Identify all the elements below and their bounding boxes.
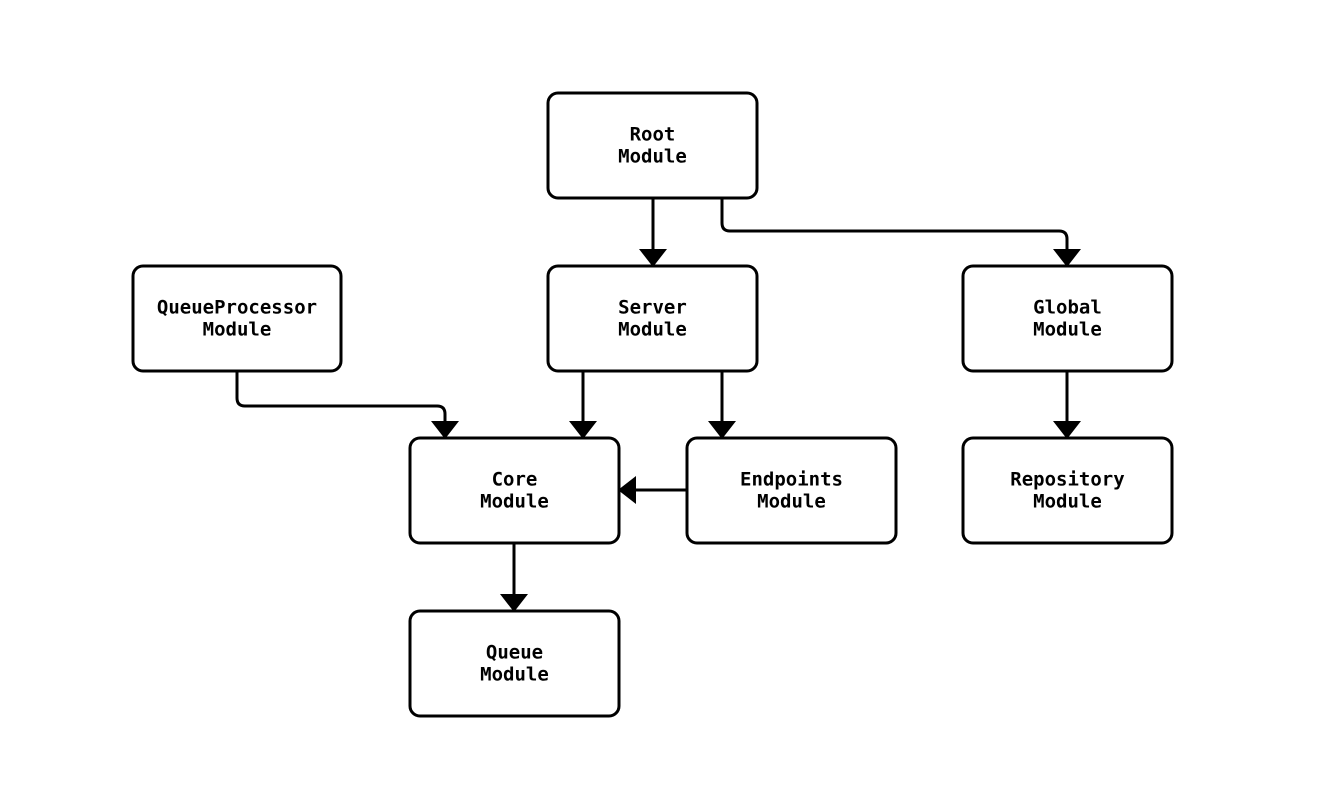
edge-root-global (720, 198, 1081, 267)
node-queue-box (408, 609, 621, 718)
node-root-box (546, 91, 759, 200)
edges-layer (235, 198, 1081, 612)
node-server-box (546, 264, 759, 373)
node-endpoints-box (685, 436, 898, 545)
node-queueprocessor-box (131, 264, 343, 373)
node-core-box (408, 436, 621, 545)
node-global-box (961, 264, 1174, 373)
node-repository-box (961, 436, 1174, 545)
edge-queueprocessor-core (235, 371, 459, 439)
